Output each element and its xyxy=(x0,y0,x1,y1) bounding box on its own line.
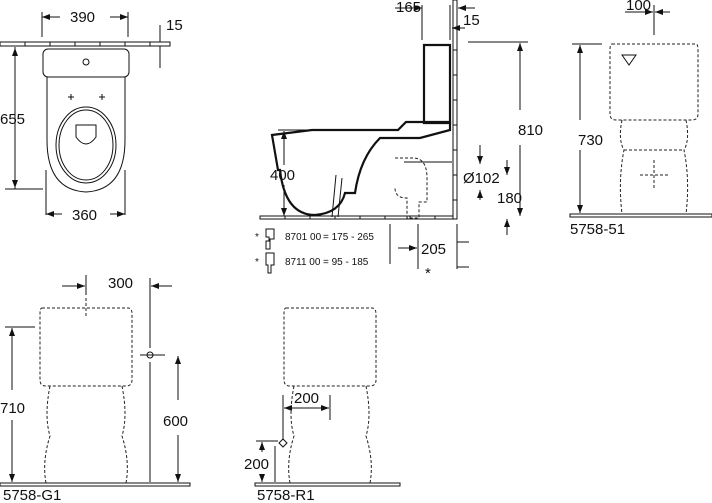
dim-165-label: 165 xyxy=(396,0,421,16)
model-label: 5758-51 xyxy=(570,221,625,238)
dim-100-label: 100 xyxy=(626,0,651,14)
front-view-5758-51: 100 730 5758-51 xyxy=(569,0,712,238)
dim-diameter-label: Ø102 xyxy=(463,170,500,187)
svg-text:*: * xyxy=(255,257,259,268)
svg-text:*: * xyxy=(255,232,259,243)
dim-200-offset-label: 200 xyxy=(294,390,319,407)
seat-outline xyxy=(55,106,117,184)
dim-390-label: 390 xyxy=(70,9,95,26)
cistern-outline xyxy=(422,43,452,125)
side-view: 165 15 810 400 Ø102 180 205 * * 8701 00 … xyxy=(255,0,543,282)
front-view-5758-R1: 200 200 5758-R1 xyxy=(244,307,401,503)
part-8701: * 8701 00 = 175 - 265 xyxy=(255,228,374,250)
flush-button-icon xyxy=(82,58,90,66)
water-connection-icon xyxy=(278,438,288,448)
s-bend-icon xyxy=(265,228,275,250)
part-8711: * 8711 00 = 95 - 185 xyxy=(255,252,369,274)
model-label: 5758-R1 xyxy=(257,487,315,503)
svg-text:8711 00: 8711 00 xyxy=(285,257,321,268)
dim-180-label: 180 xyxy=(497,190,522,207)
top-view: 390 15 655 360 xyxy=(0,9,183,224)
dim-15-label: 15 xyxy=(463,12,480,29)
svg-text:= 175 - 265: = 175 - 265 xyxy=(323,232,374,243)
asterisk-label: * xyxy=(425,265,431,282)
front-view-5758-G1: 300 710 600 5758-G1 xyxy=(0,275,191,503)
dim-200-connection-label: 200 xyxy=(244,456,269,473)
dim-360-label: 360 xyxy=(72,207,97,224)
bowl-outline xyxy=(270,120,452,217)
svg-text:= 95 - 185: = 95 - 185 xyxy=(323,257,369,268)
dim-205-label: 205 xyxy=(421,241,446,258)
bowl-outline xyxy=(46,77,126,193)
dim-810-label: 810 xyxy=(518,122,543,139)
svg-text:8701 00: 8701 00 xyxy=(285,232,322,243)
floor-line xyxy=(259,215,457,220)
dim-655-label: 655 xyxy=(0,111,25,128)
cistern-outline xyxy=(42,48,130,78)
outlet-pipe xyxy=(394,157,428,219)
dim-400-label: 400 xyxy=(270,167,295,184)
dim-300-label: 300 xyxy=(108,275,133,292)
dim-710-label: 710 xyxy=(0,400,25,417)
p-bend-icon xyxy=(265,252,275,274)
wall-line xyxy=(0,41,171,47)
dim-600-label: 600 xyxy=(163,413,188,430)
model-label: 5758-G1 xyxy=(3,487,61,503)
dim-15-label: 15 xyxy=(166,17,183,34)
dim-730-label: 730 xyxy=(578,132,603,149)
wall-line xyxy=(452,0,458,220)
